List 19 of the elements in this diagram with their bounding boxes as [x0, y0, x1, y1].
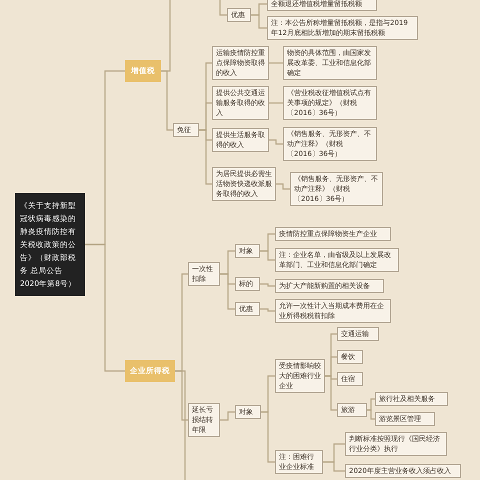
connector-line	[260, 308, 275, 312]
connector-line	[276, 183, 290, 190]
connector-line	[219, 0, 227, 16]
connector-line	[269, 62, 283, 64]
connector-line	[269, 102, 283, 104]
connector-line	[261, 411, 275, 463]
connector-line	[199, 129, 212, 185]
connector-line	[85, 244, 125, 372]
connector-line	[325, 375, 337, 411]
connector-line	[367, 409, 375, 420]
connector-line	[161, 70, 173, 131]
connector-line	[269, 139, 283, 145]
connector-line	[175, 370, 186, 480]
connector-line	[260, 250, 275, 261]
connector-line	[260, 283, 275, 287]
connector-line	[220, 273, 235, 310]
connector-line	[323, 461, 345, 472]
connector-line	[220, 411, 235, 421]
connector-line	[251, 14, 267, 29]
